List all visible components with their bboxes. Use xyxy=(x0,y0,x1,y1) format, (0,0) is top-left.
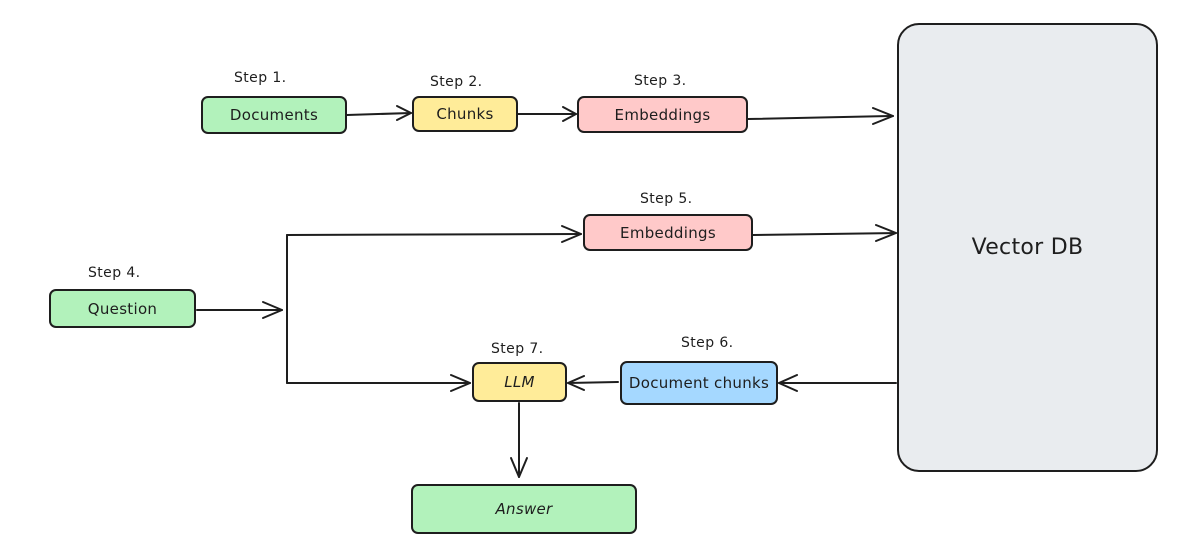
arrow-documents-to-chunks xyxy=(346,105,412,121)
document-chunks-node[interactable]: Document chunks xyxy=(620,361,778,405)
step-2-label: Step 2. xyxy=(430,74,483,90)
step-5-label: Step 5. xyxy=(640,191,693,207)
vector-db-node[interactable]: Vector DB xyxy=(897,23,1158,472)
arrow-embeddings-to-vector-db xyxy=(747,107,894,125)
embeddings-node[interactable]: Embeddings xyxy=(577,96,748,133)
arrow-junction-to-embeddings xyxy=(286,225,582,243)
arrow-embeddings-mid-to-vector-db xyxy=(752,224,897,242)
step-7-label: Step 7. xyxy=(491,341,544,357)
answer-node[interactable]: Answer xyxy=(411,484,637,534)
step-1-label: Step 1. xyxy=(234,70,287,86)
arrow-junction-to-llm xyxy=(286,374,471,392)
arrow-llm-to-answer xyxy=(510,402,528,478)
arrow-document-chunks-to-llm xyxy=(567,375,619,391)
question-node[interactable]: Question xyxy=(49,289,196,328)
arrow-chunks-to-embeddings xyxy=(516,106,577,122)
documents-node[interactable]: Documents xyxy=(201,96,347,134)
llm-node[interactable]: LLM xyxy=(472,362,567,402)
chunks-node[interactable]: Chunks xyxy=(412,96,518,132)
step-4-label: Step 4. xyxy=(88,265,141,281)
step-3-label: Step 3. xyxy=(634,73,687,89)
arrow-vector-db-to-document-chunks xyxy=(778,374,897,392)
arrow-question-to-junction xyxy=(196,301,283,319)
query-embeddings-node[interactable]: Embeddings xyxy=(583,214,753,251)
step-6-label: Step 6. xyxy=(681,335,734,351)
